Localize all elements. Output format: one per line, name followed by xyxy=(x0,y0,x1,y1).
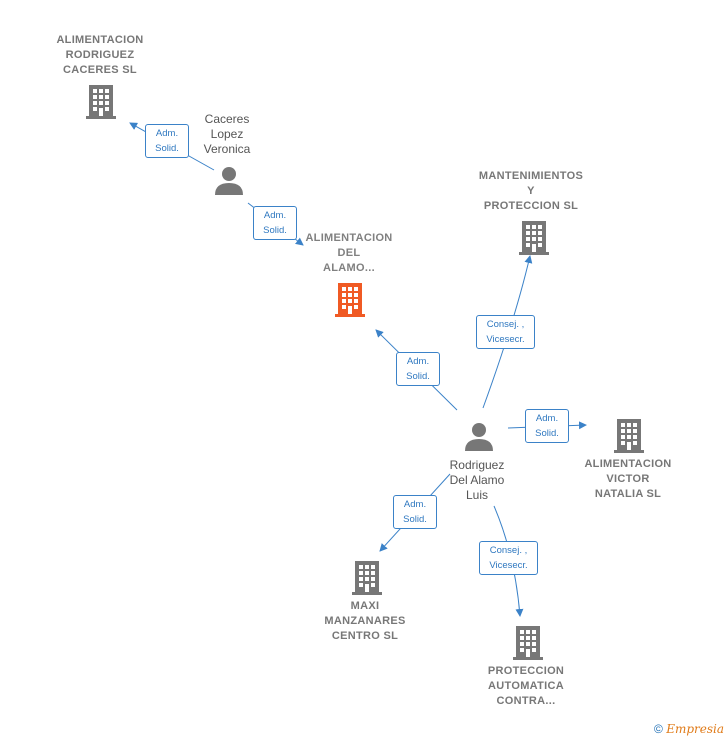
role-badge-adm-solid[interactable]: Adm. Solid. xyxy=(396,352,440,386)
role-badge-adm-solid[interactable]: Adm. Solid. xyxy=(145,124,189,158)
company-label-alimentacion-victor-natalia[interactable]: ALIMENTACION VICTOR NATALIA SL xyxy=(584,458,672,500)
person-icon[interactable] xyxy=(464,422,494,452)
role-badge-adm-solid[interactable]: Adm. Solid. xyxy=(393,495,437,529)
building-icon-focus[interactable] xyxy=(334,281,366,317)
building-icon[interactable] xyxy=(512,624,544,660)
role-badge-adm-solid[interactable]: Adm. Solid. xyxy=(253,206,297,240)
role-badge-consej-vicesecr[interactable]: Consej. , Vicesecr. xyxy=(479,541,538,575)
company-label-maxi-manzanares-centro[interactable]: MAXI MANZANARES CENTRO SL xyxy=(324,600,406,642)
person-label-rodriguez-del-alamo-luis[interactable]: Rodriguez Del Alamo Luis xyxy=(449,458,505,502)
company-label-alimentacion-del-alamo[interactable]: ALIMENTACION DEL ALAMO... xyxy=(305,232,393,274)
role-badge-consej-vicesecr[interactable]: Consej. , Vicesecr. xyxy=(476,315,535,349)
company-label-alimentacion-rodriguez-caceres[interactable]: ALIMENTACION RODRIGUEZ CACERES SL xyxy=(56,34,144,76)
role-badge-adm-solid[interactable]: Adm. Solid. xyxy=(525,409,569,443)
copyright-icon: © xyxy=(654,722,663,736)
person-label-caceres-lopez-veronica[interactable]: Caceres Lopez Veronica xyxy=(203,112,251,156)
building-icon[interactable] xyxy=(613,417,645,453)
building-icon[interactable] xyxy=(351,559,383,595)
building-icon[interactable] xyxy=(518,219,550,255)
company-label-mantenimientos-y-proteccion[interactable]: MANTENIMIENTOS Y PROTECCION SL xyxy=(478,170,584,212)
building-icon[interactable] xyxy=(85,83,117,119)
company-label-proteccion-automatica-contra[interactable]: PROTECCION AUTOMATICA CONTRA... xyxy=(487,665,565,707)
footer-brand: © Empresia xyxy=(654,722,724,736)
brand-logo-text: Empresia xyxy=(666,722,724,736)
person-icon[interactable] xyxy=(214,166,244,196)
